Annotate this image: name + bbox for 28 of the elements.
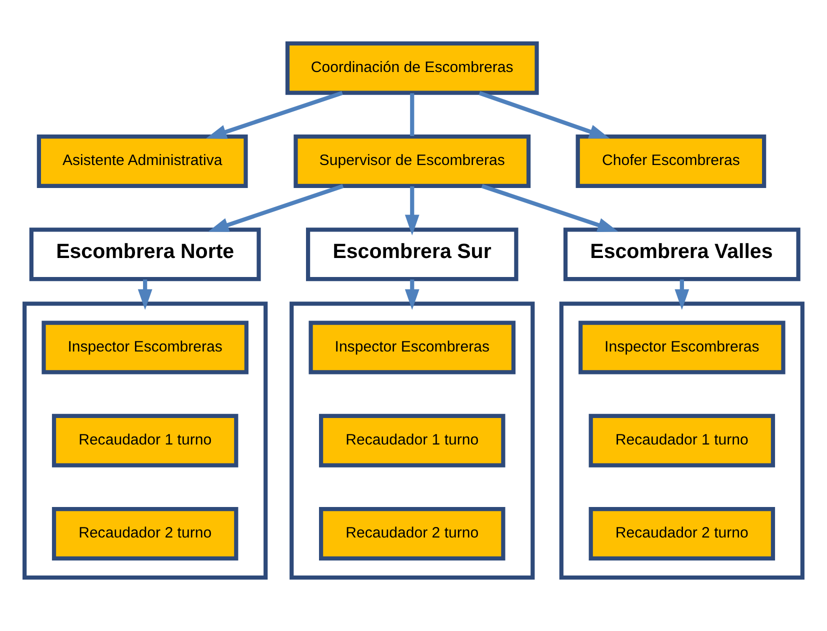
node-box: Recaudador 1 turno — [319, 413, 506, 467]
node-box: Inspector Escombreras — [308, 320, 516, 374]
node-box: Supervisor de Escombreras — [294, 134, 531, 188]
arrow — [478, 90, 610, 138]
node-box: Recaudador 2 turno — [52, 506, 238, 560]
connector — [410, 92, 414, 136]
node-box: Inspector Escombreras — [578, 320, 786, 374]
node-box: Recaudador 1 turno — [52, 413, 238, 467]
arrow — [208, 184, 344, 232]
node-box: Inspector Escombreras — [42, 320, 248, 374]
node-box: Chofer Escombreras — [576, 134, 766, 188]
node-box: Recaudador 2 turno — [588, 506, 776, 560]
node-box: Escombrera Norte — [29, 227, 261, 281]
node-box: Recaudador 1 turno — [588, 413, 776, 467]
cluster — [290, 301, 535, 580]
cluster — [559, 301, 804, 580]
arrow — [674, 279, 690, 310]
arrow — [138, 279, 152, 310]
node-box: Escombrera Sur — [306, 227, 518, 281]
node-box: Coordinación de Escombreras — [285, 40, 539, 94]
arrow — [206, 90, 343, 138]
node-box: Recaudador 2 turno — [319, 506, 506, 560]
cluster — [22, 301, 268, 580]
arrow — [481, 184, 618, 232]
arrow — [404, 186, 420, 235]
arrow — [404, 279, 420, 310]
node-box: Asistente Administrativa — [36, 134, 248, 188]
node-box: Escombrera Valles — [563, 227, 800, 281]
